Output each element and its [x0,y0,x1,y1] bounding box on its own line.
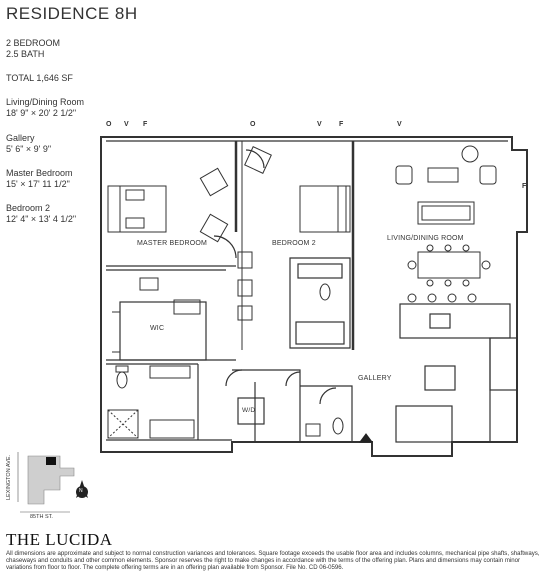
label-master-bedroom: MASTER BEDROOM [137,240,208,247]
label-living-dining: LIVING/DINING ROOM [387,235,464,242]
window-letter: F [522,183,527,190]
label-bedroom-2: BEDROOM 2 [272,240,316,247]
room-name: Gallery [6,133,35,143]
window-letter: F [339,121,344,128]
label-street: 85TH ST. [30,514,53,520]
label-avenue: LEXINGTON AVE. [6,454,12,500]
bath-count: 2.5 BATH [6,49,45,59]
label-north: N [79,488,83,494]
total-square-feet: TOTAL 1,646 SF [6,73,73,83]
room-living-dining: Living/Dining Room 18' 9" × 20' 2 1/2" [6,97,84,119]
key-plan [17,452,75,513]
window-letter: V [317,121,322,128]
room-name: Master Bedroom [6,168,73,178]
brand-name: THE LUCIDA [6,530,113,549]
bedroom-count: 2 BEDROOM [6,38,61,48]
unit-summary: 2 BEDROOM 2.5 BATH [6,38,60,60]
window-letter: O [106,121,112,128]
north-arrow-icon [76,480,88,498]
legal-disclaimer: All dimensions are approximate and subje… [6,550,540,571]
room-size: 18' 9" × 20' 2 1/2" [6,108,77,118]
window-letter: F [143,121,148,128]
label-wic: WIC [150,325,165,332]
room-size: 12' 4" × 13' 4 1/2" [6,214,77,224]
window-letter: V [397,121,402,128]
room-master-bedroom: Master Bedroom 15' × 17' 11 1/2" [6,168,73,190]
room-name: Living/Dining Room [6,97,85,107]
residence-title: RESIDENCE 8H [6,4,138,23]
room-bedroom-2: Bedroom 2 12' 4" × 13' 4 1/2" [6,203,76,225]
room-name: Bedroom 2 [6,203,51,213]
room-gallery: Gallery 5' 6" × 9' 9" [6,133,51,155]
label-washer-dryer: W/D [242,407,256,414]
label-gallery: GALLERY [358,375,392,382]
window-letter: O [250,121,256,128]
window-letter: V [124,121,129,128]
room-size: 5' 6" × 9' 9" [6,144,52,154]
room-size: 15' × 17' 11 1/2" [6,179,70,189]
